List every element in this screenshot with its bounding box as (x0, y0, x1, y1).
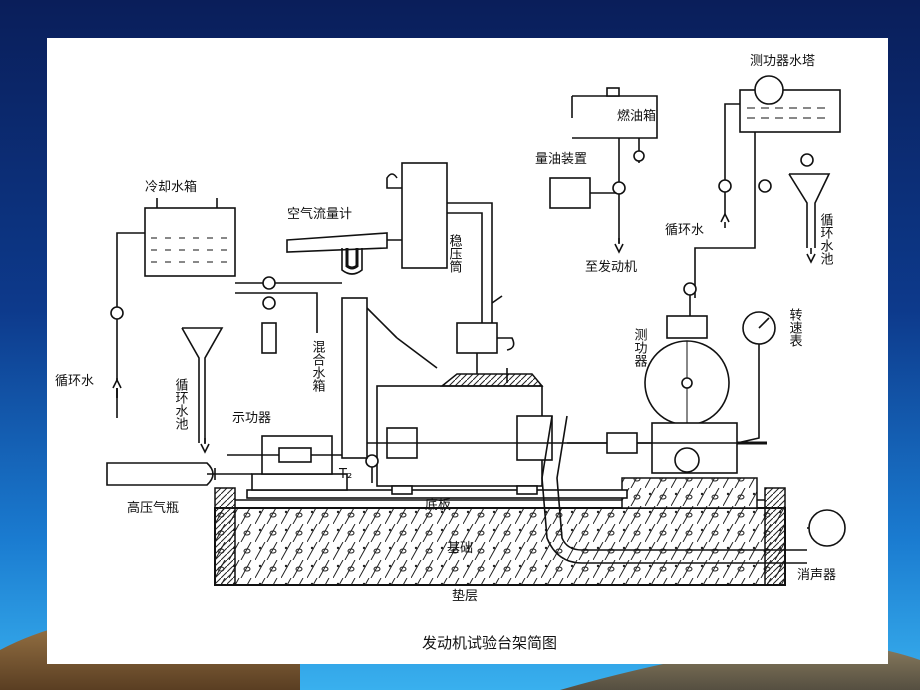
label-surge-tank: 稳压筒 (447, 233, 463, 273)
diagram-title: 发动机试验台架简图 (422, 634, 557, 652)
foundation-block (214, 477, 786, 586)
mixing-tank (341, 297, 438, 459)
indicator-device (227, 435, 347, 475)
label-cooling-tank: 冷却水箱 (145, 179, 197, 195)
dynamometer (567, 282, 767, 474)
label-dyno-tower: 测功器水塔 (750, 54, 815, 69)
label-dynamometer: 测功器 (632, 328, 648, 368)
label-tachometer: 转速表 (787, 308, 803, 347)
exhaust-pipe (541, 415, 846, 564)
left-circulation-pool (181, 327, 224, 443)
label-indicator: 示功器 (232, 411, 271, 426)
label-circ-pool-left: 循环水池 (173, 378, 189, 430)
dyno-water-tower (694, 75, 841, 298)
label-t2: T₂ (338, 467, 352, 482)
label-circ-pool-right: 循环水池 (818, 213, 834, 265)
label-foundation: 基础 (447, 541, 473, 556)
label-base-plate: 底板 (425, 497, 451, 513)
label-muffler: 消声器 (797, 568, 836, 583)
label-gas-cylinder: 高压气瓶 (127, 500, 179, 516)
label-mixing-tank: 混合水箱 (310, 340, 326, 392)
intake-assembly (456, 322, 515, 383)
label-air-flow-meter: 空气流量计 (287, 206, 352, 222)
label-circ-water-left: 循环水 (55, 374, 94, 389)
label-to-engine: 至发动机 (585, 259, 637, 275)
label-circ-water-right: 循环水 (665, 223, 704, 238)
engine-test-bench-diagram: 冷却水箱 空气流量计 稳压筒 燃油箱 量油装置 至发动机 测功器水塔 循环水 循… (55, 54, 846, 652)
surge-tank (386, 162, 503, 328)
diagram-panel: 冷却水箱 空气流量计 稳压筒 燃油箱 量油装置 至发动机 测功器水塔 循环水 循… (47, 38, 888, 664)
tachometer (736, 311, 776, 444)
air-flow-meter (286, 232, 412, 275)
fuel-tank (549, 87, 658, 243)
label-fuel-meter: 量油装置 (535, 152, 587, 167)
flow-arrows (112, 212, 816, 454)
label-fuel-tank: 燃油箱 (617, 108, 656, 124)
label-cushion: 垫层 (452, 588, 478, 604)
gas-cylinder (106, 462, 252, 486)
engine (347, 373, 667, 495)
cooling-water-tank (110, 198, 342, 418)
